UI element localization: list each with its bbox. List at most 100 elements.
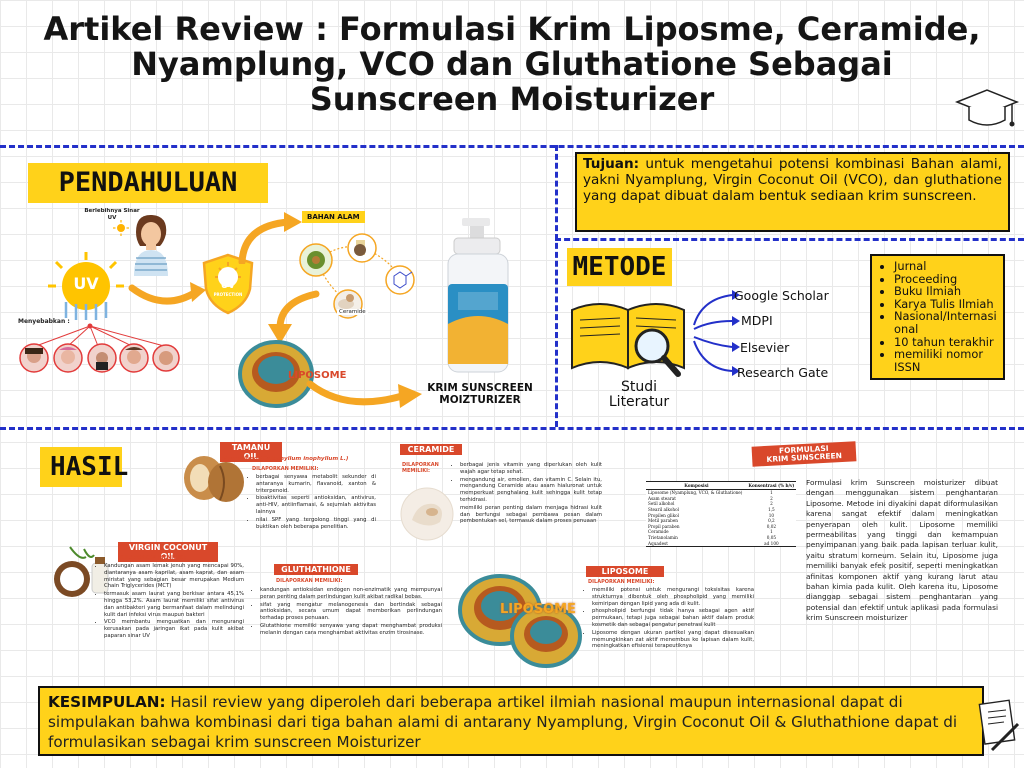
table-cell: 10 xyxy=(768,512,775,518)
uv-protection-shield-icon xyxy=(202,253,254,315)
ceramide-cream-icon xyxy=(400,487,454,541)
woman-illustration-icon xyxy=(134,214,168,276)
source-google-scholar: Google Scholar xyxy=(734,288,829,303)
menyebabkan-label: Menyebabkan : xyxy=(18,318,70,325)
pendahuluan-label: PENDAHULUAN xyxy=(28,163,268,203)
studi-line-1: Studi xyxy=(620,379,658,395)
ceramide-sub: DILAPORKAN MEMILIKI: xyxy=(402,462,439,474)
table-cell: Aquadest xyxy=(646,540,747,547)
criteria-item: Jurnal xyxy=(894,260,999,273)
uv-protection-label: UV xyxy=(220,281,236,291)
formulasi-table: Komposisi Konsentrasi (% b/v) Liposome (… xyxy=(646,481,796,547)
criteria-item: 10 tahun terakhir xyxy=(894,335,999,349)
table-cell: 0,02 xyxy=(766,523,777,529)
vco-tag: VIRGIN COCONUT OIL xyxy=(118,542,218,562)
source-research-gate: Research Gate xyxy=(737,365,829,380)
liposome-sub: DILAPORKAN MEMILIKI: xyxy=(588,579,655,585)
skin-effects-icons xyxy=(19,323,180,373)
table-cell: Trietanolamin xyxy=(648,535,678,541)
ceramide-point: berbagai jenis vitamin yang diperlukan o… xyxy=(460,462,602,476)
table-cell: Stearil alkohol xyxy=(648,507,679,513)
liposome-points: memiliki potensi untuk mengurangi toksis… xyxy=(584,587,754,651)
criteria-item: Karya Tulis Ilmiah xyxy=(894,298,999,311)
divider-metode xyxy=(555,238,1024,241)
table-cell: ad 100 xyxy=(746,540,796,547)
table-cell: Liposome (Nyamplung, VCO, & Gluthatione) xyxy=(648,490,743,496)
tujuan-box: Tujuan: untuk mengetahui potensi kombina… xyxy=(575,152,1010,232)
ceramide-point: mengandung air, emolien, dan vitamin C. … xyxy=(460,477,602,504)
liposome-result-icon xyxy=(458,574,582,668)
table-cell: 1 xyxy=(770,490,773,496)
criteria-item: Proceeding xyxy=(894,272,999,286)
gluthathione-points: kandungan antioksidan endogen non-enzima… xyxy=(252,587,442,638)
tamanu-tag: TAMANU OIL xyxy=(220,442,282,462)
table-cell: Asam stearat xyxy=(648,495,676,501)
table-cell: 1 xyxy=(770,529,773,535)
sunscreen-bottle-icon xyxy=(447,218,509,373)
source-mdpi: MDPI xyxy=(741,313,773,328)
gluthathione-sub: DILAPORKAN MEMILIKI: xyxy=(276,578,343,584)
table-cell: Propil paraben xyxy=(648,523,680,529)
liposome-tag: LIPOSOME xyxy=(586,566,664,577)
table-row: Trietanolamin 0,05 xyxy=(646,535,796,541)
flow-arrow-up-icon xyxy=(238,212,302,264)
divider-middle xyxy=(0,427,1024,430)
tamanu-sub: DILAPORKAN MEMILIKI: xyxy=(252,466,319,472)
berlebihnya-label: Berlebihnya Sinar UV xyxy=(84,208,140,221)
source-elsevier: Elsevier xyxy=(740,340,790,355)
ceramide-point: memiliki peran penting dalam menjaga hid… xyxy=(460,505,602,525)
coconut-icon xyxy=(54,546,109,597)
krim-sunscreen-title: KRIM SUNSCREEN MOIZTURIZER xyxy=(410,382,550,406)
vco-point: termasuk asam laurat yang berkisar antar… xyxy=(104,591,244,618)
title-line-1: Artikel Review : Formulasi Krim Liposme,… xyxy=(43,10,981,48)
vco-point: Kandungan asam lemak jenuh yang mencapai… xyxy=(104,563,244,590)
criteria-item: Nasional/Internasional xyxy=(894,310,999,335)
tujuan-label: Tujuan: xyxy=(583,156,640,172)
gluthathione-point: Glutathione memiliki senyawa yang dapat … xyxy=(260,623,442,637)
sun-icon xyxy=(113,220,129,236)
table-cell: 2 xyxy=(770,501,773,507)
ceramide-tag: CERAMIDE xyxy=(400,444,462,455)
studi-literatur-label: Studi Literatur xyxy=(594,380,684,410)
studi-line-2: Literatur xyxy=(608,394,670,410)
table-header: Komposisi xyxy=(646,481,747,490)
krim-line-2: MOIZTURIZER xyxy=(439,394,521,406)
tamanu-latin: Nyamplung (Calophyllum inophyllum L.) xyxy=(222,456,349,462)
ceramide-label: Ceramide xyxy=(337,309,368,315)
table-header-row: Komposisi Konsentrasi (% b/v) xyxy=(646,481,796,490)
tujuan-text: untuk mengetahui potensi kombinasi Bahan… xyxy=(583,156,1002,204)
source-arrows-icon xyxy=(693,290,740,376)
metode-label: METODE xyxy=(567,248,672,286)
ceramide-points: berbagai jenis vitamin yang diperlukan o… xyxy=(452,462,602,526)
title-line-2: Nyamplung, VCO dan Gluthatione Sebagai xyxy=(131,45,893,83)
divider-vertical xyxy=(555,145,558,427)
title-line-3: Sunscreen Moisturizer xyxy=(309,80,715,118)
uv-label: UV xyxy=(73,274,99,293)
gluthathione-tag: GLUTHATHIONE xyxy=(274,564,358,575)
criteria-item: memiliki nomor ISSN xyxy=(894,348,999,373)
formulasi-tag: FORMULASI KRIM SUNSCREEN xyxy=(751,441,857,467)
flow-arrow-right-icon xyxy=(306,380,422,408)
liposome-point: Liposome dengan ukuran partikel yang dap… xyxy=(592,630,754,650)
tamanu-point: nilai SPF yang tergolong tinggi yang di … xyxy=(256,517,376,531)
vco-sub: DILAPORKAN MEMILIKI: xyxy=(120,555,187,561)
table-cell: Metil paraben xyxy=(648,518,678,524)
vco-points: Kandungan asam lemak jenuh yang mencapai… xyxy=(96,563,244,641)
kesimpulan-label: KESIMPULAN: xyxy=(48,693,166,711)
gluthathione-point: kandungan antioksidan endogen non-enzima… xyxy=(260,587,442,601)
page-title: Artikel Review : Formulasi Krim Liposme,… xyxy=(0,12,1024,117)
metode-criteria-box: Jurnal Proceeding Buku Ilmiah Karya Tuli… xyxy=(870,254,1005,380)
krim-line-1: KRIM SUNSCREEN xyxy=(427,382,533,394)
liposome-point: memiliki potensi untuk mengurangi toksis… xyxy=(592,587,754,607)
liposome-point: phospholipid berfungsi tidak hanya sebag… xyxy=(592,608,754,628)
tamanu-point: bioaktivitas seperti antioksidan, antivi… xyxy=(256,495,376,515)
tamanu-nut-icon xyxy=(184,456,244,502)
document-pencil-icon xyxy=(978,699,1020,752)
table-header: Konsentrasi (% b/v) xyxy=(746,481,796,490)
table-cell: 0,05 xyxy=(766,535,777,541)
